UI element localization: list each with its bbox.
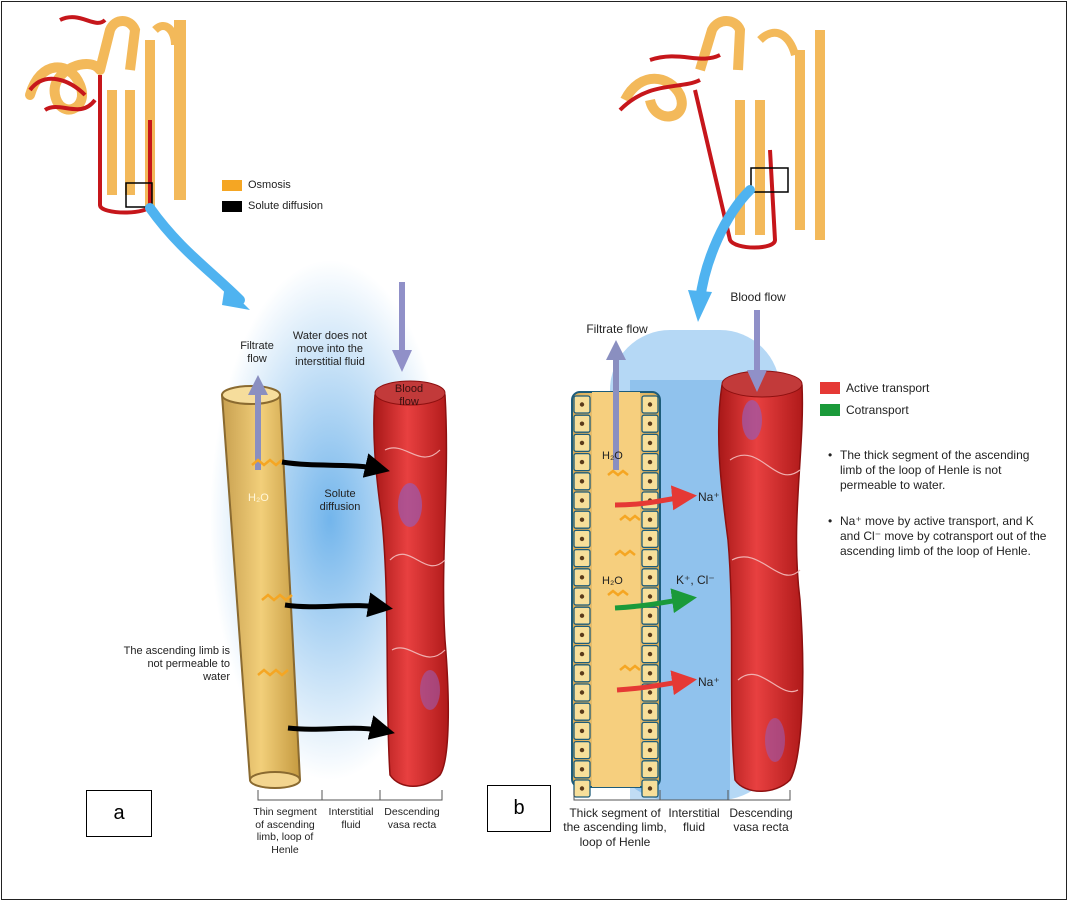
cell-nucleus xyxy=(648,537,652,541)
cell-nucleus xyxy=(580,710,584,714)
cell-nucleus xyxy=(580,633,584,637)
cell-nucleus xyxy=(580,614,584,618)
cell-nucleus xyxy=(580,652,584,656)
blood-flow-label-a: Blood flow xyxy=(388,383,430,409)
bracket-label-interstitial-b: Interstitial fluid xyxy=(660,806,728,835)
cell-nucleus xyxy=(648,518,652,522)
cell-nucleus xyxy=(648,460,652,464)
filtrate-flow-label-b: Filtrate flow xyxy=(572,322,662,336)
h2o-label-b2: H₂O xyxy=(602,575,623,588)
cell-nucleus xyxy=(648,441,652,445)
not-permeable-label: The ascending limb is not permeable to w… xyxy=(120,645,230,685)
cell-nucleus xyxy=(648,671,652,675)
filtrate-flow-label-a: Filtrate flow xyxy=(230,340,284,366)
cell-nucleus xyxy=(648,748,652,752)
cell-nucleus xyxy=(580,748,584,752)
water-note-label: Water does not move into the interstitia… xyxy=(285,330,375,370)
legend-label-active-transport: Active transport xyxy=(846,381,929,395)
cell-nucleus xyxy=(580,729,584,733)
cell-nucleus xyxy=(648,767,652,771)
h2o-label-b1: H₂O xyxy=(602,450,623,463)
nephron-thumbnail-b xyxy=(620,21,820,248)
cell-nucleus xyxy=(648,786,652,790)
bracket-label-thick-segment: Thick segment of the ascending limb, loo… xyxy=(560,806,670,849)
legend-swatch-osmosis xyxy=(222,180,242,191)
h2o-label-a: H₂O xyxy=(248,492,269,505)
cell-nucleus xyxy=(648,614,652,618)
cell-nucleus xyxy=(580,402,584,406)
solute-diffusion-label: Solute diffusion xyxy=(310,488,370,514)
cell-nucleus xyxy=(580,460,584,464)
bracket-label-vasa-recta-a: Descending vasa recta xyxy=(378,806,446,831)
bracket-label-vasa-recta-b: Descending vasa recta xyxy=(726,806,796,835)
cell-nucleus xyxy=(648,556,652,560)
blood-flow-label-b: Blood flow xyxy=(722,290,794,304)
cell-nucleus xyxy=(648,690,652,694)
kcl-label: K⁺, Cl⁻ xyxy=(676,573,715,587)
cell-nucleus xyxy=(648,422,652,426)
cell-nucleus xyxy=(580,786,584,790)
legend-label-osmosis: Osmosis xyxy=(248,179,291,192)
cell-nucleus xyxy=(580,479,584,483)
cell-nucleus xyxy=(648,402,652,406)
cell-nucleus xyxy=(580,594,584,598)
cell-nucleus xyxy=(648,729,652,733)
na-label-2: Na⁺ xyxy=(698,675,720,689)
cell-nucleus xyxy=(648,652,652,656)
na-label-1: Na⁺ xyxy=(698,490,720,504)
cell-nucleus xyxy=(580,518,584,522)
bracket-label-interstitial-a: Interstitial fluid xyxy=(322,806,380,831)
callout-arrow-a xyxy=(150,208,240,300)
region-brackets-a xyxy=(258,790,442,800)
cell-nucleus xyxy=(580,767,584,771)
cell-nucleus xyxy=(648,710,652,714)
bullet-not-permeable: •The thick segment of the ascending limb… xyxy=(840,448,1050,493)
legend-swatch-cotransport xyxy=(820,404,840,416)
cell-nucleus xyxy=(580,422,584,426)
cell-nucleus xyxy=(580,441,584,445)
cell-nucleus xyxy=(648,575,652,579)
cell-nucleus xyxy=(648,479,652,483)
cell-nucleus xyxy=(648,633,652,637)
legend-label-cotransport: Cotransport xyxy=(846,403,909,417)
nephron-thumbnail-a xyxy=(30,17,180,212)
cell-nucleus xyxy=(580,690,584,694)
bullet-transport: •Na⁺ move by active transport, and K and… xyxy=(840,514,1050,559)
cell-nucleus xyxy=(580,556,584,560)
panel-tag-b: b xyxy=(487,785,551,832)
legend-swatch-active xyxy=(820,382,840,394)
cell-nucleus xyxy=(580,671,584,675)
bracket-label-thin-segment: Thin segment of ascending limb, loop of … xyxy=(248,806,322,856)
cell-nucleus xyxy=(580,498,584,502)
cell-nucleus xyxy=(580,537,584,541)
legend-swatch-solute xyxy=(222,201,242,212)
legend-label-solute-diffusion: Solute diffusion xyxy=(248,200,323,213)
cell-nucleus xyxy=(580,575,584,579)
panel-tag-a: a xyxy=(86,790,152,837)
cell-nucleus xyxy=(648,594,652,598)
